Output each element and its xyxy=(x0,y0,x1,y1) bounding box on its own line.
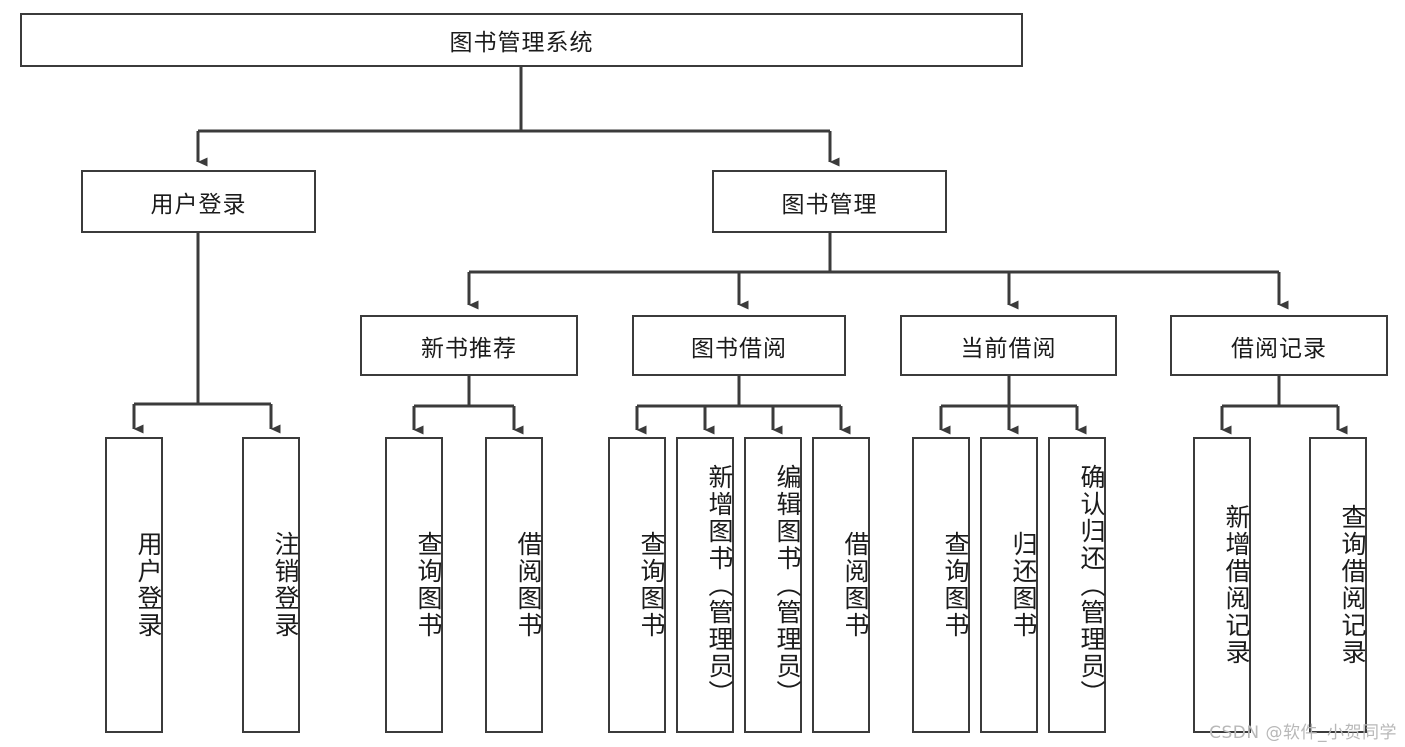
node-label: 图书借阅 xyxy=(691,335,787,362)
node-label: 编辑图书（管理员） xyxy=(773,463,802,707)
node-label: 归还图书 xyxy=(1009,531,1038,639)
node-label: 图书管理系统 xyxy=(449,30,594,56)
leaf-book-borrow-add[interactable]: 新增图书（管理员） xyxy=(676,437,734,733)
node-label: 查询借阅记录 xyxy=(1338,504,1367,666)
node-label: 查询图书 xyxy=(414,531,443,639)
node-label: 新增图书（管理员） xyxy=(705,463,734,707)
leaf-new-book-query[interactable]: 查询图书 xyxy=(385,437,443,733)
node-label: 确认归还（管理员） xyxy=(1077,463,1106,707)
leaf-new-book-borrow[interactable]: 借阅图书 xyxy=(485,437,543,733)
node-book-management[interactable]: 图书管理 xyxy=(712,170,947,233)
node-label: 用户登录 xyxy=(134,531,163,639)
node-book-borrow[interactable]: 图书借阅 xyxy=(632,315,846,376)
node-label: 查询图书 xyxy=(941,531,970,639)
node-label: 借阅记录 xyxy=(1231,335,1327,362)
node-label: 借阅图书 xyxy=(514,531,543,639)
node-label: 用户登录 xyxy=(150,191,247,218)
leaf-book-borrow-borrow[interactable]: 借阅图书 xyxy=(812,437,870,733)
node-label: 查询图书 xyxy=(637,531,666,639)
leaf-current-borrow-return[interactable]: 归还图书 xyxy=(980,437,1038,733)
leaf-user-login-logout[interactable]: 注销登录 xyxy=(242,437,300,733)
node-user-login[interactable]: 用户登录 xyxy=(81,170,316,233)
leaf-book-borrow-edit[interactable]: 编辑图书（管理员） xyxy=(744,437,802,733)
node-new-book-recommend[interactable]: 新书推荐 xyxy=(360,315,578,376)
leaf-borrow-record-add[interactable]: 新增借阅记录 xyxy=(1193,437,1251,733)
node-root-system[interactable]: 图书管理系统 xyxy=(20,13,1023,67)
leaf-current-borrow-query[interactable]: 查询图书 xyxy=(912,437,970,733)
node-label: 注销登录 xyxy=(271,531,300,639)
watermark-text: CSDN @软件_小贺同学 xyxy=(1209,723,1397,743)
leaf-borrow-record-query[interactable]: 查询借阅记录 xyxy=(1309,437,1367,733)
node-label: 新书推荐 xyxy=(421,335,517,362)
node-current-borrow[interactable]: 当前借阅 xyxy=(900,315,1117,376)
node-label: 图书管理 xyxy=(781,191,878,218)
leaf-user-login-login[interactable]: 用户登录 xyxy=(105,437,163,733)
leaf-current-borrow-confirm-return[interactable]: 确认归还（管理员） xyxy=(1048,437,1106,733)
node-label: 当前借阅 xyxy=(960,335,1057,362)
leaf-book-borrow-query[interactable]: 查询图书 xyxy=(608,437,666,733)
node-label: 新增借阅记录 xyxy=(1222,504,1251,666)
node-borrow-record[interactable]: 借阅记录 xyxy=(1170,315,1388,376)
node-label: 借阅图书 xyxy=(841,531,870,639)
